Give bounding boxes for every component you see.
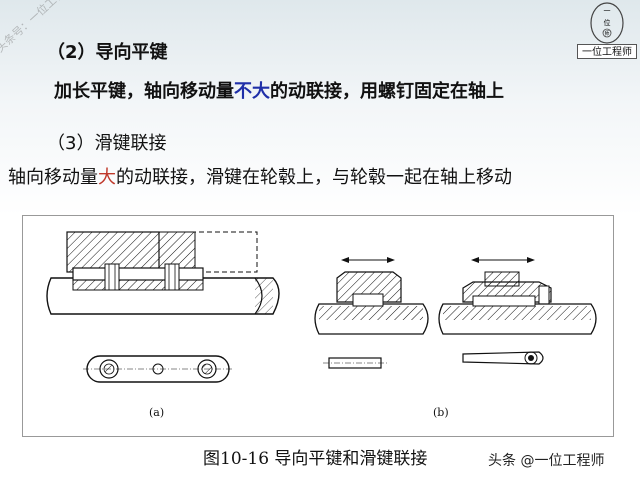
drawing-a-hub [66, 231, 258, 273]
section-2-desc-post: 的动联接，用螺钉固定在轴上 [270, 81, 504, 102]
drawing-a-key [72, 263, 204, 291]
logo-glyph-1: 一 [604, 7, 611, 15]
drawing-b-right [438, 257, 597, 365]
section-3-description: 轴向移动量大的动联接，滑键在轮毂上，与轮毂一起在轴上移动 [8, 163, 512, 189]
section-2-desc-pre: 加长平键，轴向移动量 [54, 81, 234, 102]
key-joint-drawing [46, 231, 597, 383]
section-3-desc-highlight: 大 [98, 167, 116, 188]
section-2-description: 加长平键，轴向移动量不大的动联接，用螺钉固定在轴上 [54, 77, 504, 103]
figure-label-a: (a) [149, 406, 165, 419]
drawing-a-key-topview [83, 355, 233, 383]
section-2-desc-highlight: 不大 [234, 81, 270, 102]
drawing-b-left [314, 257, 429, 369]
logo-glyph-3: 师 [604, 30, 609, 37]
section-2-heading: （2）导向平键 [47, 42, 168, 63]
logo-emblem: 一 位 师 [590, 2, 624, 44]
logo: 一 位 师 一位工程师 [577, 2, 637, 60]
figure-panel: (a) (b) [22, 215, 614, 437]
logo-glyph-2: 位 [604, 18, 611, 27]
logo-label: 一位工程师 [577, 44, 637, 59]
figure-caption: 图10-16 导向平键和滑键联接 [203, 449, 428, 469]
figure-label-b: (b) [433, 406, 449, 419]
section-3-desc-post: 的动联接，滑键在轮毂上，与轮毂一起在轴上移动 [116, 167, 512, 188]
credit-watermark: 头条 @一位工程师 [488, 453, 605, 469]
section-3-desc-pre: 轴向移动量 [8, 167, 98, 188]
section-3-heading: （3）滑键联接 [47, 133, 167, 154]
